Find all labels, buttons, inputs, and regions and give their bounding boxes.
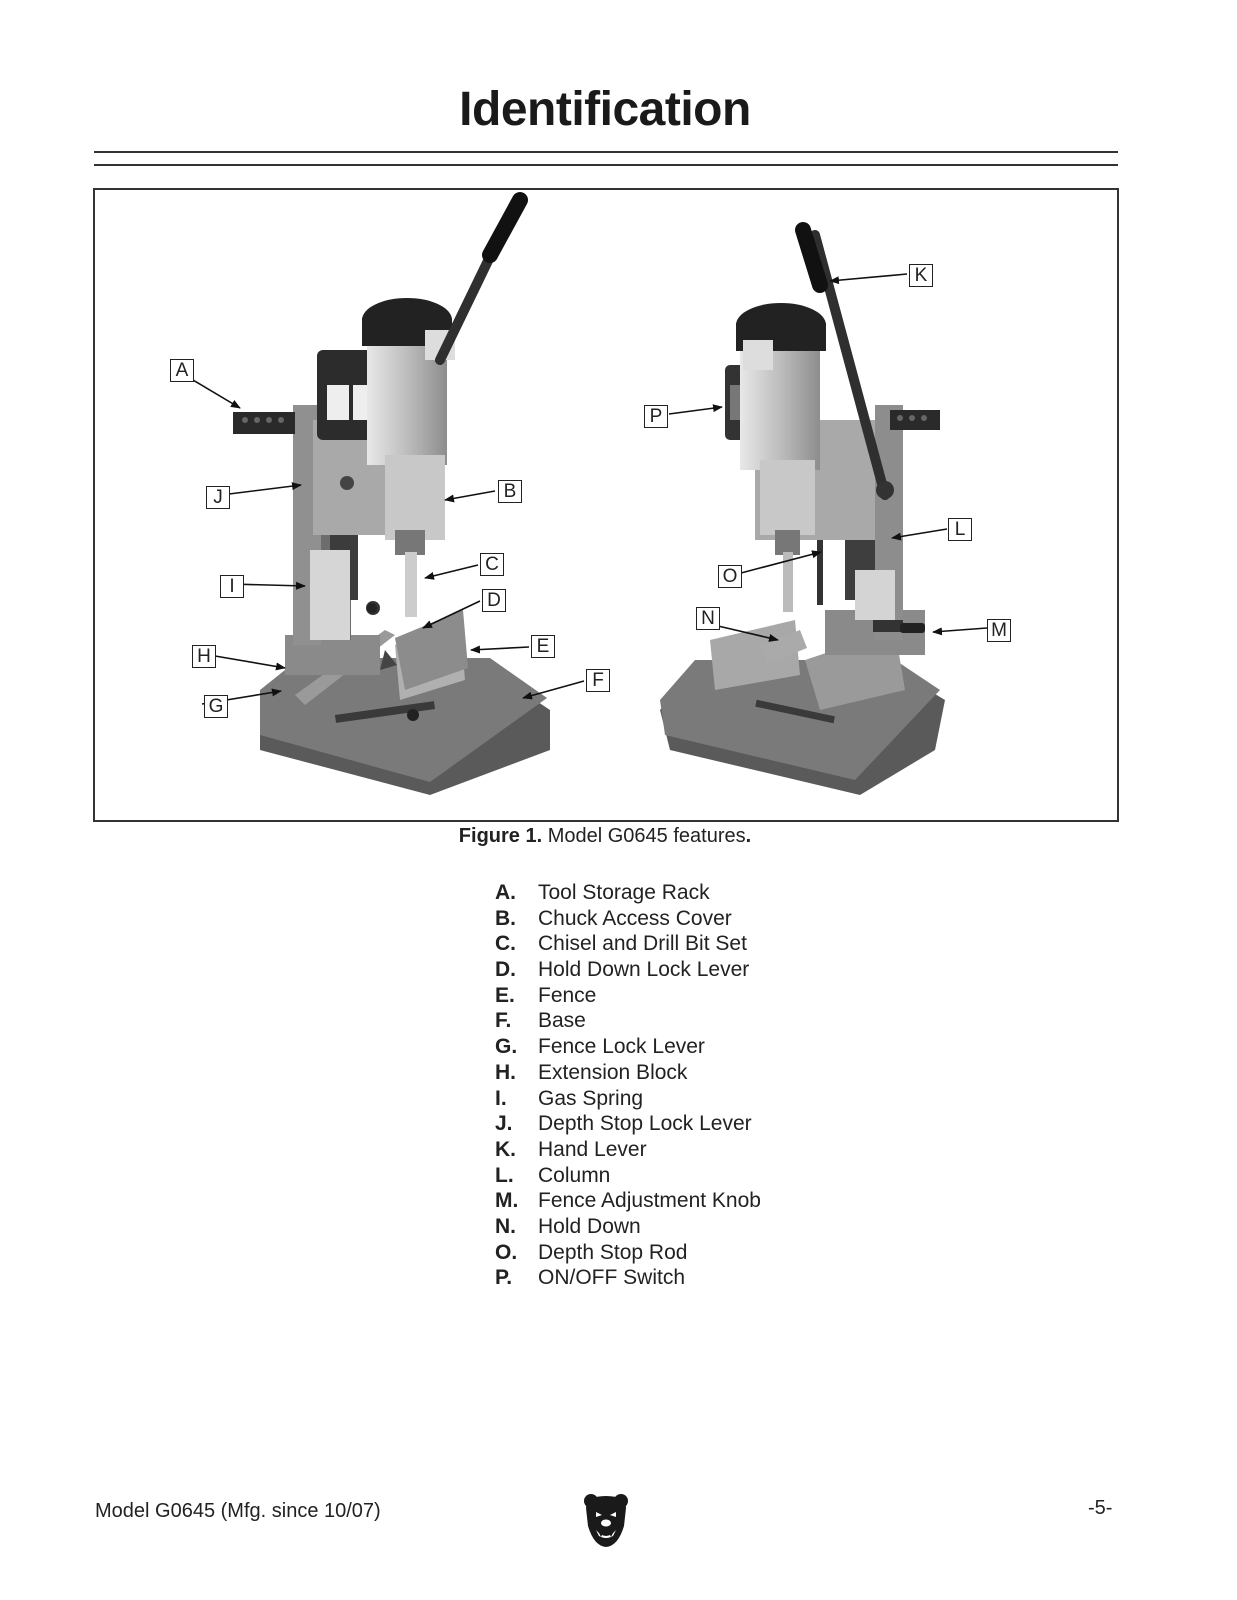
callout-g: G [204, 695, 228, 718]
callout-j: J [206, 486, 230, 509]
legend-letter: J. [495, 1112, 513, 1136]
legend-name: Gas Spring [538, 1086, 644, 1110]
figure-caption-label: Figure 1. [458, 825, 543, 847]
callout-p: P [644, 405, 668, 428]
legend-item: B. Chuck Access Cover [495, 906, 761, 932]
legend-letter: G. [495, 1035, 518, 1059]
figure-caption-end: . [745, 825, 752, 847]
legend-item: H. Extension Block [495, 1060, 761, 1086]
callout-e: E [531, 635, 555, 658]
bear-logo-icon [584, 1494, 628, 1547]
footer-model: Model G0645 (Mfg. since 10/07) [95, 1500, 381, 1522]
callout-n: N [696, 607, 720, 630]
legend-name: Base [538, 1009, 586, 1033]
legend-letter: H. [495, 1060, 516, 1084]
callout-d: D [482, 589, 506, 612]
legend-name: Chuck Access Cover [538, 906, 732, 930]
legend-name: Depth Stop Lock Lever [538, 1112, 752, 1136]
legend-item: D. Hold Down Lock Lever [495, 957, 761, 983]
legend-name: Hold Down [538, 1214, 641, 1238]
callout-c: C [480, 553, 504, 576]
legend-name: Fence [538, 983, 597, 1007]
title-rule-top [94, 151, 1118, 153]
legend-name: ON/OFF Switch [538, 1266, 686, 1290]
legend-name: Hand Lever [538, 1137, 647, 1161]
legend-letter: E. [495, 983, 515, 1007]
legend-item: M. Fence Adjustment Knob [495, 1188, 761, 1214]
title-rule-bottom [94, 164, 1118, 166]
legend-letter: A. [495, 881, 516, 904]
callout-o: O [718, 565, 742, 588]
mortiser-illustration [192, 192, 988, 795]
figure-caption: Figure 1. Model G0645 features. [0, 825, 1210, 848]
feature-legend: A. Tool Storage Rack B. Chuck Access Cover… [495, 880, 761, 1291]
legend-letter: D. [495, 958, 516, 982]
callout-f: F [586, 669, 610, 692]
legend-item: N. Hold Down [495, 1214, 761, 1240]
legend-item: A. Tool Storage Rack [495, 880, 761, 906]
callout-h: H [192, 645, 216, 668]
callout-i: I [220, 575, 244, 598]
legend-name: Tool Storage Rack [538, 881, 710, 904]
legend-name: Fence Lock Lever [538, 1035, 705, 1059]
legend-item: G. Fence Lock Lever [495, 1034, 761, 1060]
callout-arrows [192, 273, 988, 705]
legend-name: Fence Adjustment Knob [538, 1189, 761, 1213]
legend-item: K. Hand Lever [495, 1137, 761, 1163]
legend-item: J. Depth Stop Lock Lever [495, 1111, 761, 1137]
legend-name: Chisel and Drill Bit Set [538, 932, 747, 956]
page-number: -5- [1088, 1497, 1113, 1519]
legend-item: O. Depth Stop Rod [495, 1240, 761, 1266]
legend-item: I. Gas Spring [495, 1086, 761, 1112]
legend-item: E. Fence [495, 983, 761, 1009]
legend-letter: M. [495, 1189, 519, 1213]
legend-name: Depth Stop Rod [538, 1240, 688, 1264]
legend-item: L. Column [495, 1163, 761, 1189]
legend-letter: O. [495, 1240, 518, 1264]
legend-name: Column [538, 1163, 611, 1187]
legend-item: P. ON/OFF Switch [495, 1265, 761, 1291]
legend-letter: P. [495, 1266, 513, 1290]
legend-item: F. Base [495, 1008, 761, 1034]
left-mortiser-drawing [233, 192, 550, 795]
legend-letter: N. [495, 1214, 516, 1238]
callout-b: B [498, 480, 522, 503]
legend-letter: C. [495, 932, 516, 956]
figure-caption-text: Model G0645 features [547, 825, 746, 847]
legend-letter: B. [495, 906, 516, 930]
legend-letter: F. [495, 1009, 512, 1033]
page-title: Identification [459, 83, 751, 136]
legend-name: Hold Down Lock Lever [538, 958, 750, 982]
legend-name: Extension Block [538, 1060, 688, 1084]
callout-k: K [909, 264, 933, 287]
legend-letter: K. [495, 1137, 516, 1161]
callout-l: L [948, 518, 972, 541]
legend-item: C. Chisel and Drill Bit Set [495, 931, 761, 957]
figure-1-frame: A B C D E F G H I J K L M N O P [93, 188, 1119, 822]
legend-letter: L. [495, 1163, 514, 1187]
callout-m: M [987, 619, 1011, 642]
callout-a: A [170, 359, 194, 382]
right-mortiser-drawing [660, 222, 945, 795]
legend-letter: I. [495, 1086, 507, 1110]
